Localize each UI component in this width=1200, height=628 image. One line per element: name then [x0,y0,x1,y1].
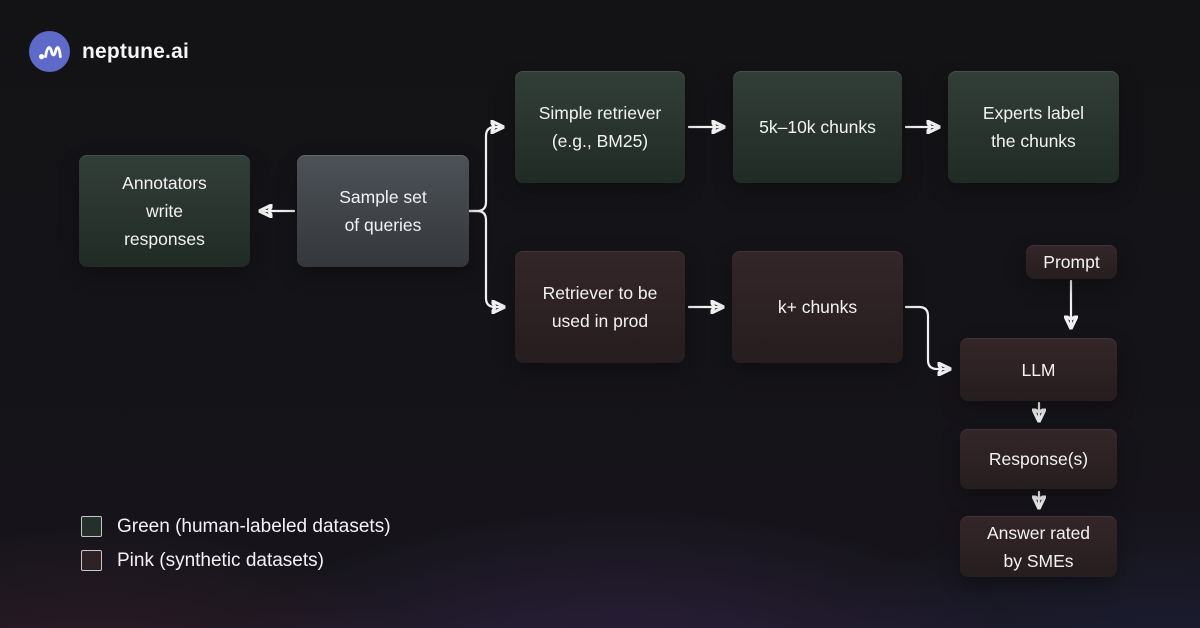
node-label: Prompt [1043,252,1100,272]
legend-label: Green (human-labeled datasets) [117,515,391,537]
node-llm: LLM [960,338,1117,401]
node-label: Sample set of queries [339,187,427,235]
node-sample-set-of-queries: Sample set of queries [297,155,469,267]
node-label: Experts label the chunks [982,103,1085,151]
legend: Green (human-labeled datasets) Pink (syn… [81,514,391,573]
node-5k-10k-chunks: 5k–10k chunks [733,71,902,183]
node-label: Annotators write responses [122,173,207,249]
node-label: k+ chunks [777,297,858,317]
brand-name: neptune.ai [82,39,190,63]
node-label: LLM [1021,359,1056,380]
node-k-plus-chunks: k+ chunks [732,251,903,363]
arrow-branch-up-to-simple-retriever [467,127,501,213]
node-label: 5k–10k chunks [759,117,876,137]
brand-logo: neptune.ai [29,31,189,72]
node-label: Response(s) [988,449,1089,469]
green-swatch-icon [81,516,102,537]
node-experts-label-chunks: Experts label the chunks [948,71,1119,183]
node-annotators-write-responses: Annotators write responses [79,155,250,267]
node-answer-rated-by-smes: Answer rated by SMEs [960,516,1117,577]
legend-label: Pink (synthetic datasets) [117,549,324,571]
node-label: Simple retriever (e.g., BM25) [538,103,662,151]
arrow-branch-down-to-retriever-prod [467,209,502,307]
legend-item-pink: Pink (synthetic datasets) [81,548,391,573]
node-prompt: Prompt [1026,245,1117,279]
node-label: Answer rated by SMEs [986,522,1091,571]
pink-swatch-icon [81,550,102,571]
neptune-wave-icon [29,31,70,72]
legend-item-green: Green (human-labeled datasets) [81,514,391,539]
node-label: Retriever to be used in prod [542,283,658,331]
arrow-k-chunks-to-llm [904,305,948,369]
node-retriever-used-in-prod: Retriever to be used in prod [515,251,685,363]
node-responses: Response(s) [960,429,1117,489]
node-simple-retriever: Simple retriever (e.g., BM25) [515,71,685,183]
